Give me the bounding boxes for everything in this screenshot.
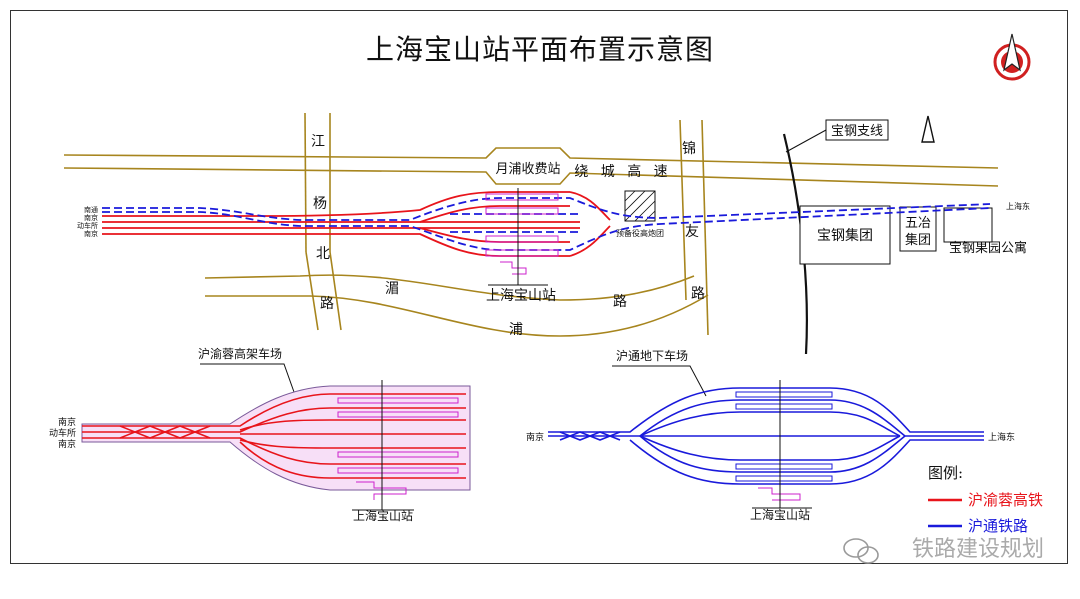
map-west-label-2: 南京 bbox=[84, 213, 98, 222]
wuye-group-label-2: 集团 bbox=[905, 232, 931, 248]
branch-line-label: 宝钢支线 bbox=[831, 124, 883, 139]
blue-yard-station-label: 上海宝山站 bbox=[750, 507, 810, 522]
road-char-bei: 北 bbox=[316, 246, 330, 262]
map-west-label-4: 南京 bbox=[84, 229, 98, 238]
jinfu-road-right bbox=[701, 119, 709, 336]
red-yard-leader bbox=[200, 363, 295, 393]
road-char-yang: 杨 bbox=[313, 196, 327, 212]
xiangpu-road-north bbox=[204, 274, 695, 301]
branch-line-leader bbox=[785, 129, 827, 153]
shanghai-east-label-map: 上海东 bbox=[1006, 201, 1030, 211]
red-yard-station-label: 上海宝山站 bbox=[353, 508, 413, 523]
legend-red-label: 沪渝蓉高铁 bbox=[968, 491, 1043, 509]
map-platforms bbox=[485, 193, 559, 275]
blue-yard-leader bbox=[612, 365, 707, 397]
wuye-group-label-1: 五冶 bbox=[905, 216, 931, 231]
watermark-text: 铁路建设规划 bbox=[911, 537, 1044, 562]
blue-yard-platforms bbox=[735, 391, 833, 482]
road-char-lu-3: 路 bbox=[613, 294, 627, 310]
blue-yard-west-label: 南京 bbox=[526, 431, 544, 443]
map-station-label: 上海宝山站 bbox=[486, 288, 556, 304]
north-arrow-icon bbox=[921, 115, 935, 143]
road-char-you: 友 bbox=[685, 224, 699, 240]
red-yard-west-label-1: 南京 bbox=[58, 416, 76, 428]
jinfu-road-left bbox=[679, 119, 687, 301]
red-yard-caption: 沪渝蓉高架车场 bbox=[198, 346, 282, 361]
red-yard-platforms bbox=[337, 397, 459, 500]
road-char-xiang: 湄 bbox=[385, 281, 399, 297]
map-red-tracks bbox=[102, 191, 611, 257]
jiangyang-road-left bbox=[304, 112, 307, 253]
road-char-jiang: 江 bbox=[311, 134, 325, 150]
map-west-label-1: 南通 bbox=[84, 205, 98, 214]
map-west-label-3: 动车所 bbox=[77, 221, 98, 230]
branch-line-label-box bbox=[825, 119, 889, 141]
page-title: 上海宝山站平面布置示意图 bbox=[365, 33, 714, 66]
road-char-pu: 浦 bbox=[509, 322, 523, 338]
red-yard-tracks bbox=[82, 393, 466, 479]
xiangpu-road-south bbox=[205, 294, 709, 337]
apartment-box bbox=[943, 207, 993, 243]
road-char-lu-1: 路 bbox=[320, 296, 334, 312]
wuye-group-box bbox=[899, 206, 937, 252]
blue-yard-east-label: 上海东 bbox=[988, 431, 1015, 443]
compass-icon bbox=[993, 33, 1031, 81]
apartment-label: 宝钢果园公寓 bbox=[949, 240, 1027, 256]
blue-yard-caption: 沪通地下车场 bbox=[616, 348, 688, 363]
red-yard-west-label-2: 动车所 bbox=[49, 427, 76, 439]
reserved-area bbox=[624, 190, 656, 222]
expressway-south-edge bbox=[63, 167, 999, 187]
legend-blue-label: 沪通铁路 bbox=[968, 517, 1028, 535]
diagram-frame bbox=[10, 10, 1068, 564]
expressway-label: 绕 城 高 速 bbox=[574, 163, 671, 180]
expressway-north-edge bbox=[63, 147, 999, 169]
blue-yard-building bbox=[758, 487, 801, 501]
road-char-lu-2: 路 bbox=[691, 286, 705, 302]
road-network bbox=[63, 112, 999, 337]
red-yard-west-label-3: 南京 bbox=[58, 438, 76, 450]
blue-yard-tracks bbox=[548, 387, 984, 485]
wechat-icon bbox=[843, 538, 879, 564]
baogang-group-label: 宝钢集团 bbox=[817, 227, 873, 244]
toll-station-label: 月浦收费站 bbox=[495, 162, 560, 177]
road-char-jin: 锦 bbox=[682, 140, 696, 157]
reserved-label: 预备役高炮团 bbox=[616, 228, 664, 238]
legend-title: 图例: bbox=[928, 464, 963, 482]
